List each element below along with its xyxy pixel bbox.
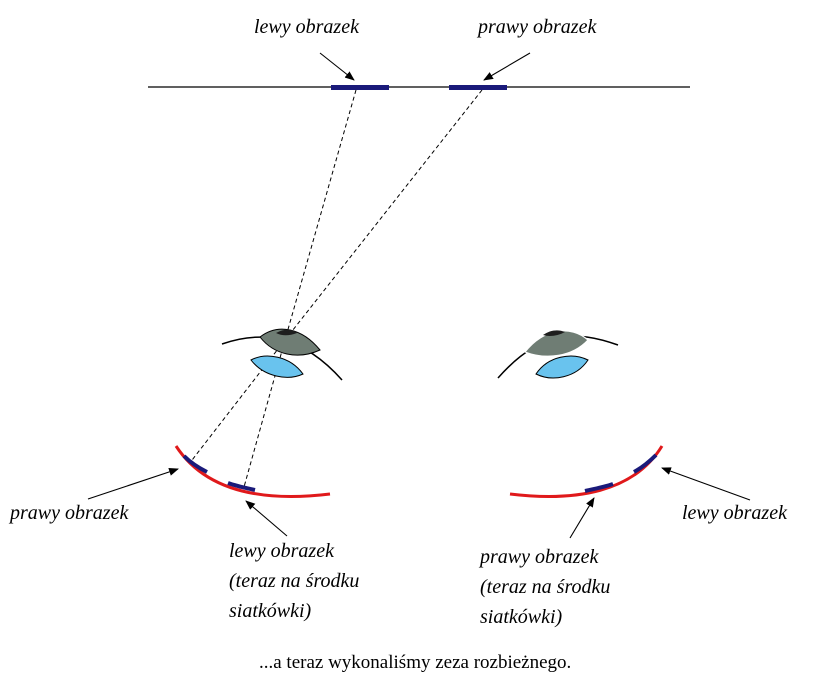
top-label-left-image: lewy obrazek — [254, 16, 360, 38]
right-eye-label-right-image-line2: (teraz na środku — [480, 576, 610, 598]
left-eye — [176, 329, 342, 496]
left-image-segment — [331, 85, 389, 90]
caption: ...a teraz wykonaliśmy zeza rozbieżnego. — [259, 652, 571, 673]
right-eye-label-right-image-line3: siatkówki) — [480, 606, 563, 628]
arrow-left-eye-left-image — [246, 501, 287, 536]
right-image-segment — [449, 85, 507, 90]
right-eye-label-right-image-line1: prawy obrazek — [478, 546, 599, 568]
arrow-right-eye-right-image — [570, 498, 594, 538]
left-eye-label-right-image: prawy obrazek — [8, 502, 129, 524]
ray-right-image-upper — [285, 90, 482, 340]
arrow-left-eye-right-image — [88, 469, 178, 499]
top-label-right-image: prawy obrazek — [476, 16, 597, 38]
left-eye-label-left-image-line1: lewy obrazek — [229, 540, 335, 562]
arrow-right-eye-left-image — [662, 468, 750, 500]
left-eye-label-left-image: lewy obrazek (teraz na środku siatkówki) — [229, 540, 364, 622]
left-eye-label-left-image-line3: siatkówki) — [229, 600, 312, 622]
right-eye-label-right-image: prawy obrazek (teraz na środku siatkówki… — [478, 546, 615, 628]
right-eye — [498, 330, 662, 496]
right-lens — [536, 356, 588, 378]
top-arrow-right — [484, 53, 530, 80]
ray-left-image-upper — [285, 90, 356, 340]
top-arrow-left — [320, 53, 354, 80]
right-eye-label-left-image: lewy obrazek — [682, 502, 788, 524]
right-retina-image-edge — [634, 455, 656, 472]
left-eye-label-left-image-line2: (teraz na środku — [229, 570, 359, 592]
